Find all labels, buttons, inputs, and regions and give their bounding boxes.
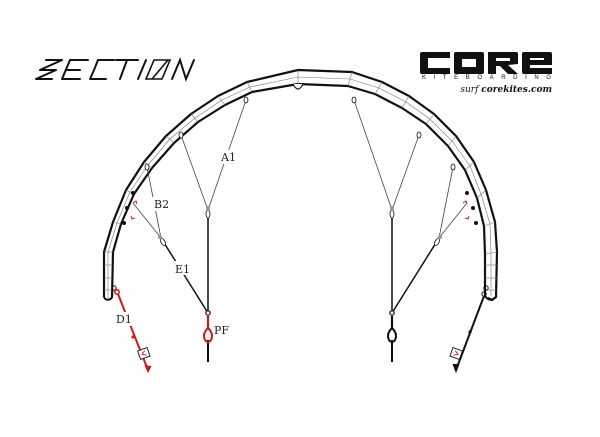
d1-line-left	[114, 289, 152, 374]
label-a1: A1	[220, 151, 236, 164]
core-brand-logo: KITEBOARDING surf corekites.com	[420, 52, 560, 100]
label-d1: D1	[116, 313, 132, 326]
attachment-points	[111, 96, 489, 316]
brand-tagline: KITEBOARDING	[422, 75, 559, 81]
label-e1: E1	[175, 263, 190, 276]
brand-url: surf corekites.com	[460, 85, 552, 95]
pf-pigtail-left	[203, 316, 213, 343]
section-title-logo	[35, 57, 195, 82]
brand-url-domain: corekites.com	[481, 85, 552, 95]
label-pf: PF	[214, 324, 229, 337]
d1-line-right	[449, 295, 485, 374]
kite-canopy	[102, 68, 499, 302]
pf-pigtail-right	[387, 316, 397, 343]
label-b2: B2	[154, 198, 169, 211]
brand-url-prefix: surf	[460, 85, 482, 95]
core-wordmark	[420, 52, 552, 74]
bridle-lines	[132, 99, 468, 362]
